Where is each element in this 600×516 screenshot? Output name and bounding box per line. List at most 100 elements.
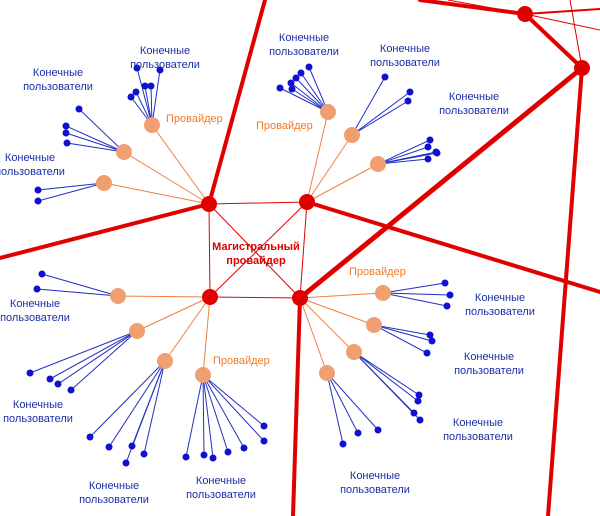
core-link (299, 201, 308, 299)
user-node (339, 440, 347, 448)
core-link (208, 203, 301, 299)
user-node (63, 139, 71, 147)
user-link (377, 151, 437, 165)
core-link (524, 13, 583, 69)
users-label-line2: пользователи (79, 494, 149, 506)
backbone-line (546, 66, 584, 516)
users-label-line1: Конечные (380, 43, 430, 55)
core-label-line1: Магистральный (212, 241, 300, 253)
core-link (208, 201, 308, 205)
backbone-line (305, 200, 600, 294)
backbone-nodes (201, 6, 590, 306)
provider-node (116, 144, 132, 160)
user-node (46, 375, 54, 383)
provider-node (110, 288, 126, 304)
users-label-line2: пользователи (0, 312, 70, 324)
core-label: Магистральный провайдер (212, 241, 300, 267)
user-node (426, 331, 434, 339)
user-node (354, 429, 362, 437)
user-node (432, 148, 440, 156)
user-node (62, 122, 70, 130)
provider-link (299, 292, 384, 299)
users-label-line1: Конечные (475, 292, 525, 304)
backbone-line (0, 202, 211, 260)
user-link (382, 282, 446, 294)
user-link (351, 91, 411, 136)
users-label-line2: пользователи (439, 105, 509, 117)
provider-labels: Провайдер Провайдер Провайдер Провайдер (166, 113, 406, 367)
user-node (292, 74, 300, 82)
user-node (416, 416, 424, 424)
user-link (66, 142, 125, 153)
user-link (143, 360, 166, 455)
user-node (141, 82, 149, 90)
core-label-line2: провайдер (226, 255, 286, 267)
user-node (276, 84, 284, 92)
users-label-line2: пользователи (443, 431, 513, 443)
backbone-line (291, 296, 302, 516)
users-label-line1: Конечные (279, 32, 329, 44)
user-link (308, 66, 329, 113)
user-node (297, 69, 305, 77)
user-link (353, 351, 419, 402)
user-link (377, 139, 431, 165)
provider-label: Провайдер (166, 113, 223, 125)
provider-node (320, 104, 336, 120)
user-node (33, 285, 41, 293)
user-link (202, 374, 214, 459)
provider-node (366, 317, 382, 333)
user-link (377, 158, 429, 165)
user-link (37, 182, 105, 191)
user-link (373, 324, 428, 354)
user-link (326, 372, 379, 431)
user-node (305, 63, 313, 71)
provider-nodes (96, 104, 391, 383)
user-link (202, 374, 245, 449)
user-link (353, 351, 420, 396)
users-label-line1: Конечные (140, 45, 190, 57)
user-link (57, 330, 138, 385)
user-link (49, 330, 138, 380)
users-label-line1: Конечные (453, 417, 503, 429)
user-link (70, 330, 138, 391)
user-node (209, 454, 217, 462)
users-label-line2: пользователи (186, 489, 256, 501)
user-node (224, 448, 232, 456)
user-link (151, 69, 161, 126)
user-node (381, 73, 389, 81)
users-label-line2: пользователи (269, 46, 339, 58)
users-label-line1: Конечные (449, 91, 499, 103)
user-node (428, 337, 436, 345)
users-label-line2: пользователи (23, 81, 93, 93)
user-link (202, 374, 205, 456)
user-link (36, 288, 119, 297)
user-link (382, 292, 448, 307)
user-link (326, 372, 344, 445)
user-link (326, 372, 359, 434)
provider-node (370, 156, 386, 172)
user-node (147, 82, 155, 90)
core-link (209, 296, 301, 299)
provider-node (157, 353, 173, 369)
user-labels: Конечные пользователи Конечные пользоват… (0, 32, 535, 506)
users-label-line1: Конечные (33, 67, 83, 79)
user-node (424, 155, 432, 163)
user-node (128, 442, 136, 450)
backbone-node (574, 60, 590, 76)
backbone-node (517, 6, 533, 22)
user-node (86, 433, 94, 441)
backbone-line (524, 8, 600, 15)
provider-node (144, 117, 160, 133)
user-node (67, 386, 75, 394)
user-link (382, 292, 451, 296)
user-node (26, 369, 34, 377)
user-node (415, 391, 423, 399)
provider-link (151, 124, 210, 205)
user-node (424, 143, 432, 151)
user-link (202, 374, 265, 442)
backbone-node (201, 196, 217, 212)
provider-link (117, 295, 211, 298)
provider-label: Провайдер (256, 120, 313, 132)
